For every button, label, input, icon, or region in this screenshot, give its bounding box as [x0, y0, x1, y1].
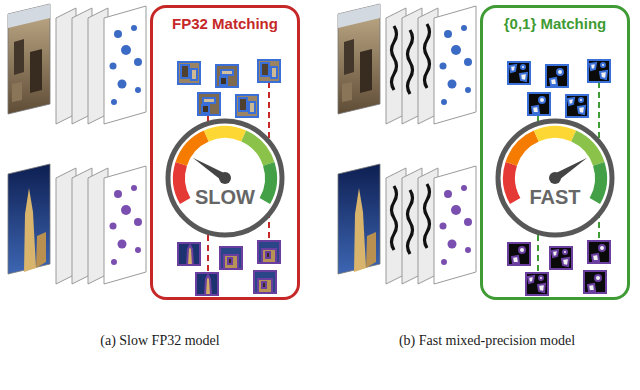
illustration-part — [584, 271, 606, 293]
keypoints — [440, 25, 473, 105]
gauge-band — [176, 130, 209, 165]
illustration-part — [526, 273, 548, 295]
illustration-part — [178, 62, 200, 84]
illustration-part — [216, 65, 238, 87]
conv-layers — [56, 168, 108, 284]
illustration-part — [236, 95, 258, 117]
illustration-part — [196, 273, 218, 295]
conv-layers — [386, 168, 438, 284]
gauge-dial — [495, 118, 615, 238]
illustration-part — [584, 271, 606, 293]
conv-layers — [386, 8, 438, 124]
illustration-part — [258, 60, 280, 82]
feature-map — [104, 6, 146, 124]
illustration-part — [508, 62, 530, 84]
illustration-part — [566, 95, 588, 117]
illustration-part — [236, 95, 258, 117]
feature-map — [434, 166, 476, 284]
illustration-part — [178, 60, 280, 117]
illustration-part — [546, 65, 568, 87]
gauge-band — [506, 130, 539, 165]
input-photo — [8, 164, 50, 274]
illustration-part — [528, 93, 550, 115]
speed-gauge: FAST — [495, 118, 615, 238]
panel-title: {0,1} Matching — [483, 14, 627, 33]
illustration-part — [198, 93, 220, 115]
illustration-part — [588, 60, 610, 82]
illustration-part — [178, 62, 200, 84]
illustration-part — [220, 247, 242, 269]
keypoints — [110, 185, 143, 265]
illustration-part — [258, 241, 280, 263]
conv-layers — [56, 8, 108, 124]
illustration-part — [508, 62, 530, 84]
gauge-face — [168, 121, 282, 235]
gauge-hub — [219, 172, 231, 184]
illustration-part — [550, 247, 572, 269]
illustration-part — [508, 241, 610, 295]
feature-map — [104, 166, 146, 284]
illustration-part — [508, 243, 530, 265]
illustration-part — [196, 273, 218, 295]
illustration-part — [550, 247, 572, 269]
gauge-band — [590, 162, 607, 204]
gauge-face — [498, 121, 612, 235]
illustration-part — [566, 95, 588, 117]
illustration-part — [588, 241, 610, 263]
gauge-hub — [549, 172, 561, 184]
illustration-part — [528, 93, 550, 115]
input-photo — [338, 164, 380, 274]
illustration-part — [588, 241, 610, 263]
illustration-part — [258, 60, 280, 82]
fp32-network — [8, 4, 146, 284]
panel-title: FP32 Matching — [153, 14, 297, 33]
gauge-rim — [498, 121, 612, 235]
gauge-band — [260, 162, 277, 204]
illustration-part — [178, 243, 200, 265]
matching-panel: {0,1} MatchingFAST — [480, 5, 630, 300]
illustration-part — [178, 241, 280, 295]
binary-weights — [392, 24, 430, 94]
gauge-band — [204, 126, 246, 141]
gauge-dial — [165, 118, 285, 238]
illustration-part — [254, 271, 276, 293]
illustration-part — [220, 247, 242, 269]
input-photo — [338, 4, 380, 114]
gauge-rim — [168, 121, 282, 235]
illustration-part — [526, 273, 548, 295]
illustration-part — [258, 241, 280, 263]
gauge-label: SLOW — [165, 186, 285, 208]
illustration-part — [216, 65, 238, 87]
binary-network — [338, 4, 476, 284]
illustration-part — [198, 93, 220, 115]
illustration-part — [508, 60, 610, 117]
illustration-part — [254, 271, 276, 293]
matching-panel: FP32 MatchingSLOW — [150, 5, 300, 300]
subfigure-caption: (b) Fast mixed-precision model — [399, 333, 575, 349]
illustration-part — [588, 60, 610, 82]
keypoints — [440, 185, 473, 265]
keypoints — [110, 25, 143, 105]
gauge-band — [503, 162, 520, 204]
speed-gauge: SLOW — [165, 118, 285, 238]
feature-map — [434, 6, 476, 124]
gauge-band — [571, 130, 604, 165]
illustration-part — [178, 243, 200, 265]
input-photo — [8, 4, 50, 114]
gauge-label: FAST — [495, 186, 615, 208]
gauge-band — [173, 162, 190, 204]
gauge-band — [241, 130, 274, 165]
illustration-part — [508, 243, 530, 265]
subfigure-caption: (a) Slow FP32 model — [100, 333, 219, 349]
gauge-band — [534, 126, 576, 141]
binary-weights — [392, 184, 430, 254]
illustration-part — [546, 65, 568, 87]
